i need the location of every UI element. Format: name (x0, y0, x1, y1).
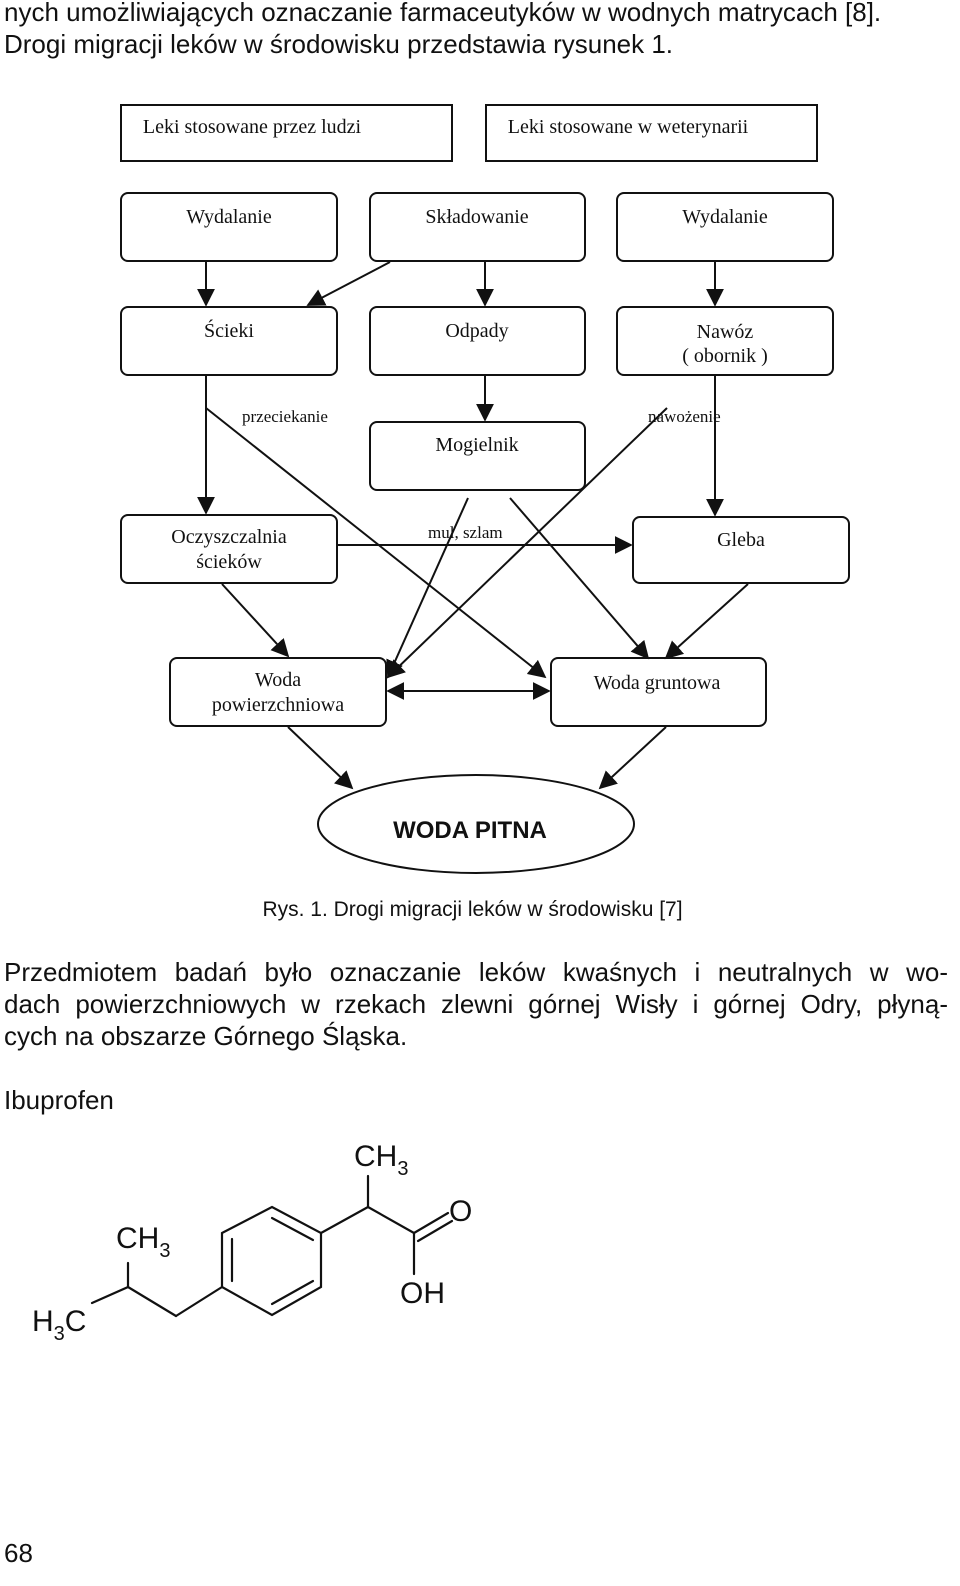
label-surface-2: powierzchniowa (212, 694, 344, 716)
label-excretion-right: Wydalanie (682, 206, 768, 228)
chem-oxygen: O (449, 1195, 472, 1228)
box-sewage (120, 306, 338, 376)
box-groundwater (550, 657, 767, 727)
label-wwtp-1: Oczyszczalnia (171, 526, 287, 548)
edge-label-sludge: mul, szlam (428, 523, 503, 542)
ibuprofen-structure: CH3 CH3 H3C O OH (32, 1140, 472, 1345)
box-manure (616, 306, 834, 376)
chem-h3c: H3C (32, 1305, 86, 1345)
box-soil (632, 516, 850, 584)
label-vet-drugs: Leki stosowane w weterynarii (508, 116, 749, 138)
box-excretion-right (616, 192, 834, 262)
label-sewage: Ścieki (204, 318, 254, 342)
box-landfill (369, 421, 586, 491)
label-drinking-water: WODA PITNA (393, 817, 547, 844)
paragraph-line-2: dach powierzchniowych w rzekach zlewni g… (4, 989, 948, 1019)
ellipse-drinking-water (317, 774, 635, 874)
edge-label-fertilization: nawożenie (648, 407, 721, 426)
edge-label-leakage: przeciekanie (242, 407, 328, 426)
body-text-line-1: nych umożliwiających oznaczanie farmaceu… (4, 0, 882, 27)
label-human-drugs: Leki stosowane przez ludzi (143, 116, 362, 138)
box-excretion-left (120, 192, 338, 262)
chem-ch3-branch: CH3 (116, 1222, 170, 1262)
box-waste (369, 306, 586, 376)
label-manure-1: Nawóz (697, 321, 754, 343)
label-excretion-left: Wydalanie (186, 206, 272, 228)
chem-ch3-top: CH3 (354, 1140, 408, 1180)
body-text-line-2: Drogi migracji leków w środowisku przeds… (4, 29, 674, 59)
paragraph-line-3: cych na obszarze Górnego Śląska. (4, 1021, 408, 1051)
label-wwtp-2: ścieków (196, 551, 262, 573)
figure-caption: Rys. 1. Drogi migracji leków w środowisk… (262, 898, 683, 921)
label-groundwater: Woda gruntowa (594, 672, 721, 694)
box-surface-water (169, 657, 387, 727)
label-soil: Gleba (717, 529, 765, 551)
box-vet-drugs (485, 104, 818, 162)
label-surface-1: Woda (255, 669, 301, 691)
label-landfill: Mogielnik (435, 434, 518, 456)
box-human-drugs (120, 104, 453, 162)
chem-hydroxyl: OH (400, 1277, 445, 1310)
label-manure-2: ( obornik ) (682, 345, 768, 367)
migration-diagram: Leki stosowane przez ludzi Leki stosowan… (120, 104, 850, 874)
compound-name: Ibuprofen (4, 1085, 114, 1115)
box-storage (369, 192, 586, 262)
label-waste: Odpady (445, 320, 508, 342)
box-wwtp (120, 514, 338, 584)
page-number: 68 (4, 1538, 33, 1568)
paragraph-line-1: Przedmiotem badań było oznaczanie leków … (4, 957, 948, 987)
label-storage: Składowanie (425, 206, 528, 228)
